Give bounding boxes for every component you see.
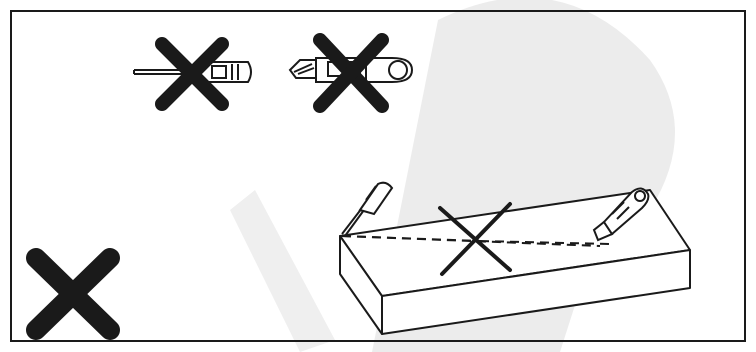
cross-mark-on-box xyxy=(438,202,512,276)
cross-mark-screwdriver xyxy=(155,37,229,111)
cross-mark-knife xyxy=(313,33,389,113)
screwdriver-on-box-icon xyxy=(341,181,394,237)
cross-mark-large xyxy=(26,248,120,340)
frame-border xyxy=(10,10,746,342)
utility-knife-on-box-icon xyxy=(592,187,650,242)
cut-guide-lines xyxy=(341,235,611,247)
box-front-face xyxy=(381,249,691,335)
